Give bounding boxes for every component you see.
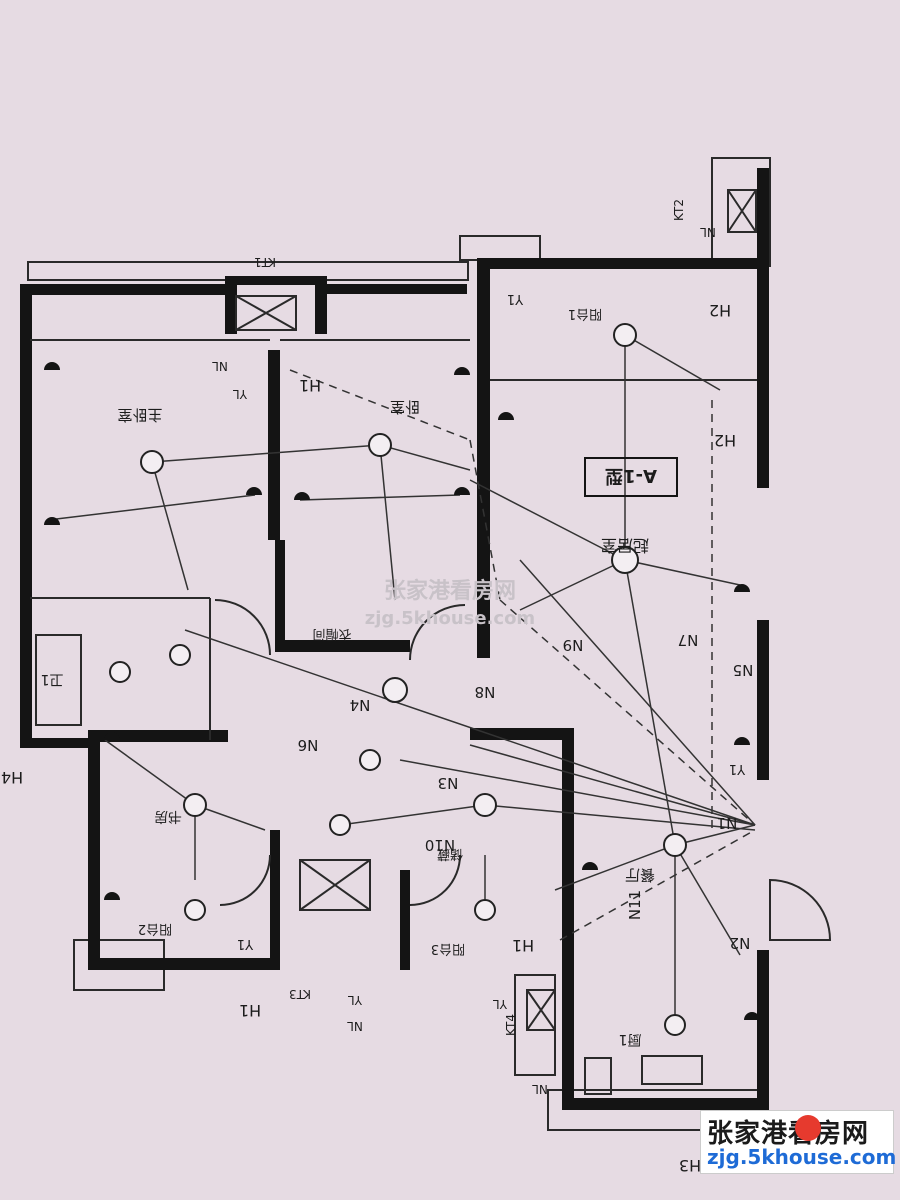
label-toilet: 卫1 [41,671,64,687]
label-h1-3: H1 [299,376,321,395]
type-label-text: A-1型 [605,465,657,487]
label-n5: N5 [733,661,754,679]
label-y1-1: Y1 [507,291,524,306]
label-n4: N4 [350,696,371,714]
light-study [183,793,207,817]
light-balcony-2 [184,899,206,921]
light-washroom [329,814,351,836]
label-h1-2: H1 [239,1001,261,1020]
ac-labels: KT1 KT2 KT3 KT4 [254,199,686,1036]
label-n6: N6 [298,736,319,754]
light-hallway [382,677,408,703]
label-nl-4: NL [532,1082,548,1096]
walls [20,168,769,1110]
light-living-room [611,546,639,574]
label-n10: N10 [425,836,455,854]
label-balcony-3: 阳台3 [431,941,465,956]
label-n7: N7 [678,631,699,649]
room-labels: 主卧室 卧室 起居室 书房 衣帽间 储藏 餐厅 厨1 卫1 阳台1 阳台2 阳台… [41,306,655,1047]
label-kt3: KT3 [289,987,311,1001]
label-storage: 储藏 [437,846,463,861]
label-kt2: KT2 [672,199,686,221]
pipe-labels: NL YL NL YL NL NL YL Y1 Y1 Y1 H1 H1 H1 H… [1,225,746,1175]
sockets [44,362,760,1020]
interior-lines [30,189,832,1095]
light-storage [473,793,497,817]
brand-name: 张家港看房网 [707,1119,870,1149]
brand-badge-icon [795,1115,821,1141]
label-h3: H3 [679,1156,701,1175]
label-kitchen: 厨1 [619,1031,642,1047]
light-bedroom [368,433,392,457]
label-nl-3: NL [700,225,716,239]
light-kitchen [664,1014,686,1036]
label-h4: H4 [1,768,23,787]
label-balcony-1: 阳台1 [568,306,602,321]
label-kt4: KT4 [504,1014,518,1036]
light-balcony-1 [613,323,637,347]
label-h2-2: H2 [714,431,736,450]
label-yl-1: YL [233,387,248,401]
type-label: A-1型 [584,457,678,497]
label-yl-3: YL [493,997,508,1011]
label-n2: N2 [730,934,751,952]
light-toilet [109,661,131,683]
light-basin [169,644,191,666]
wiring [47,334,756,1025]
ceiling-lights [109,323,687,1036]
label-yl-2: YL [348,993,363,1007]
light-wash-basin [359,749,381,771]
label-y1-2: Y1 [237,936,254,951]
light-balcony-3 [474,899,496,921]
label-n9: N9 [563,636,584,654]
watermark: 张家港看房网 zjg.5khouse.com [365,578,535,629]
label-n1: N1 [717,814,738,832]
label-h1-1: H1 [512,936,534,955]
label-nl-2: NL [347,1019,363,1033]
label-living-room: 起居室 [601,536,649,555]
label-nl-1: NL [212,359,228,373]
label-n3: N3 [438,774,459,792]
label-dining: 餐厅 [625,866,655,884]
watermark-url: zjg.5khouse.com [365,608,535,629]
light-dining [663,833,687,857]
label-n11: N11 [626,890,644,920]
label-n8: N8 [475,683,496,701]
circuit-labels: N1 N2 N3 N4 N5 N6 N7 N8 N9 N10 N11 [298,631,754,952]
label-h2-1: H2 [709,301,731,320]
label-master-bedroom: 主卧室 [117,406,162,424]
label-kt1: KT1 [254,255,276,269]
watermark-text: 张家港看房网 [384,578,516,604]
light-master-bedroom [140,450,164,474]
label-balcony-2: 阳台2 [138,921,172,936]
label-y1-3: Y1 [729,761,746,776]
label-study: 书房 [154,808,182,824]
label-closet: 衣帽间 [312,626,351,642]
label-bedroom: 卧室 [390,398,420,416]
brand-logo: 张家港看房网 zjg.5khouse.com [700,1110,897,1174]
brand-url: zjg.5khouse.com [707,1145,897,1169]
